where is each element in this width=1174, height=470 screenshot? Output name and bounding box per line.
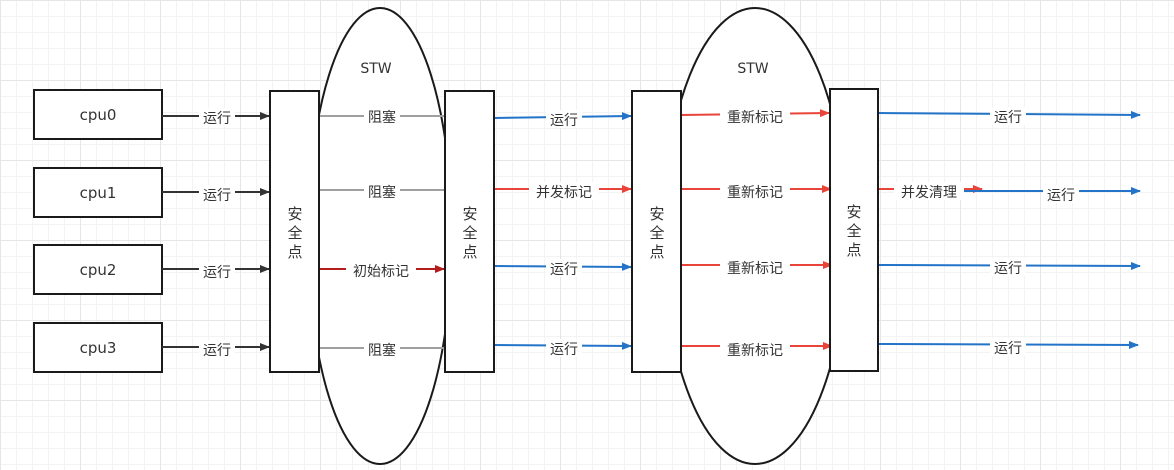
safepoint-char: 全: [287, 224, 302, 242]
edge-label-run: 运行: [994, 341, 1022, 357]
edge-label-run: 运行: [203, 265, 231, 281]
edge-label-initial-mark: 初始标记: [353, 263, 409, 280]
safepoint-char: 点: [287, 243, 302, 261]
edge-label-block: 阻塞: [368, 109, 396, 126]
safepoint-box-1: 安 全 点: [269, 90, 320, 373]
edge-label-block: 阻塞: [368, 184, 396, 201]
edge-label-remark: 重新标记: [727, 343, 783, 359]
edge-label-remark: 重新标记: [727, 185, 783, 201]
edge-label-block: 阻塞: [368, 342, 396, 359]
edge-label-remark: 重新标记: [727, 261, 783, 277]
edge-label-run: 运行: [994, 261, 1022, 277]
edge-label-remark: 重新标记: [727, 110, 783, 126]
cpu-label: cpu1: [80, 184, 117, 202]
edge-label-run: 运行: [1047, 188, 1075, 204]
edge-label-run: 运行: [550, 342, 578, 358]
safepoint-char: 安: [846, 203, 861, 221]
safepoint-char: 点: [462, 243, 477, 261]
cpu-box-3: cpu3: [33, 322, 163, 373]
safepoint-box-2: 安 全 点: [444, 90, 495, 373]
safepoint-char: 点: [649, 243, 664, 261]
safepoint-char: 点: [846, 241, 861, 259]
cpu-box-0: cpu0: [33, 89, 163, 140]
cpu-label: cpu3: [80, 339, 117, 357]
safepoint-box-3: 安 全 点: [631, 90, 682, 373]
cpu-box-2: cpu2: [33, 244, 163, 295]
safepoint-box-4: 安 全 点: [829, 88, 879, 372]
edge-label-run: 运行: [203, 343, 231, 359]
safepoint-char: 安: [287, 205, 302, 223]
cpu-box-1: cpu1: [33, 167, 163, 218]
stw-label-1: STW: [360, 61, 391, 77]
safepoint-char: 全: [649, 224, 664, 242]
stw-label-2: STW: [737, 61, 768, 77]
safepoint-char: 全: [462, 224, 477, 242]
cpu-label: cpu2: [80, 261, 117, 279]
edge-label-run: 运行: [994, 110, 1022, 126]
edge-label-concurrent-sweep: 并发清理: [901, 185, 957, 201]
edge-label-run: 运行: [203, 188, 231, 204]
cpu-label: cpu0: [80, 106, 117, 124]
safepoint-char: 全: [846, 222, 861, 240]
safepoint-char: 安: [649, 205, 664, 223]
edge-label-run: 运行: [550, 262, 578, 278]
edge-label-run: 运行: [203, 111, 231, 127]
edge-label-run: 运行: [550, 113, 578, 129]
safepoint-char: 安: [462, 205, 477, 223]
edge-label-concurrent-mark: 并发标记: [536, 185, 592, 201]
